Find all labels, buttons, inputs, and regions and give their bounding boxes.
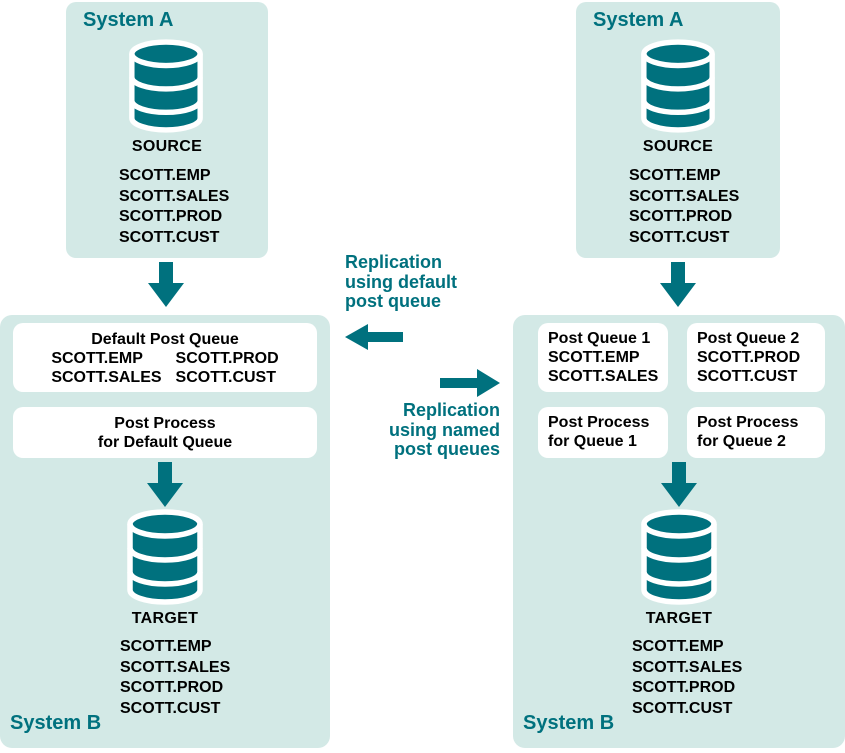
table-name: SCOTT.SALES: [629, 187, 740, 205]
table-name: SCOTT.EMP: [629, 167, 721, 184]
table-name: SCOTT.EMP: [120, 638, 212, 655]
table-name: SCOTT.SALES: [119, 187, 230, 205]
process-box-line: Post Process: [697, 414, 799, 431]
table-name: SCOTT.SALES: [548, 368, 659, 385]
system-b-title-left: System B: [10, 712, 102, 734]
system-a-title-right: System A: [593, 9, 684, 31]
table-name: SCOTT.SALES: [51, 369, 162, 386]
replication-named-label: Replication using named post queues: [330, 400, 500, 460]
down-arrow-icon: [147, 462, 183, 507]
queue-table-col2: SCOTT.PROD SCOTT.CUST: [176, 349, 279, 387]
table-name: SCOTT.CUST: [120, 699, 221, 717]
table-name: SCOTT.SALES: [632, 658, 743, 676]
source-table-list-right: SCOTT.EMP SCOTT.SALES SCOTT.PROD SCOTT.C…: [629, 166, 739, 248]
label-line: post queue: [345, 291, 442, 311]
process-box-line: Post Process: [548, 414, 650, 431]
left-arrow-icon: [345, 324, 403, 350]
table-name: SCOTT.PROD: [697, 349, 801, 366]
post-queue-1-box: Post Queue 1 SCOTT.EMP SCOTT.SALES: [538, 323, 668, 392]
table-name: SCOTT.PROD: [632, 679, 736, 696]
label-line: using default: [345, 271, 457, 292]
database-icon: [129, 39, 203, 133]
source-table-list-left: SCOTT.EMP SCOTT.SALES SCOTT.PROD SCOTT.C…: [119, 166, 229, 248]
post-queue-2-box: Post Queue 2 SCOTT.PROD SCOTT.CUST: [687, 323, 825, 392]
database-icon: [641, 39, 715, 133]
replication-default-label: Replication using default post queue: [345, 252, 457, 312]
process-box-line: Post Process: [114, 415, 216, 432]
post-process-2-box: Post Process for Queue 2: [687, 407, 825, 458]
table-name: SCOTT.EMP: [548, 349, 640, 366]
down-arrow-icon: [660, 262, 696, 307]
table-name: SCOTT.PROD: [175, 350, 279, 367]
process-box-line: for Default Queue: [97, 434, 233, 451]
table-name: SCOTT.PROD: [120, 679, 224, 696]
system-b-panel-left: Default Post Queue SCOTT.EMP SCOTT.SALES…: [0, 315, 330, 748]
database-icon: [127, 509, 203, 605]
process-box-line: for Queue 1: [548, 433, 637, 450]
target-label-left: TARGET: [131, 610, 199, 627]
system-a-panel-right: System A SOURCE SCOTT.EMP SCOTT.SALES SC…: [576, 2, 780, 258]
system-b-title-right: System B: [523, 712, 615, 734]
queue-table-col1: SCOTT.EMP SCOTT.SALES: [51, 349, 161, 387]
table-name: SCOTT.EMP: [51, 350, 143, 367]
system-b-panel-right: Post Queue 1 SCOTT.EMP SCOTT.SALES Post …: [513, 315, 845, 748]
label-line: Replication: [402, 400, 500, 420]
down-arrow-icon: [661, 462, 697, 507]
database-icon: [641, 509, 717, 605]
right-arrow-icon: [440, 369, 500, 397]
table-name: SCOTT.CUST: [119, 228, 220, 246]
system-a-title-left: System A: [83, 9, 174, 31]
system-a-panel-left: System A SOURCE SCOTT.EMP SCOTT.SALES SC…: [66, 2, 268, 258]
table-name: SCOTT.SALES: [120, 658, 231, 676]
down-arrow-icon: [148, 262, 184, 307]
table-name: SCOTT.PROD: [119, 208, 223, 225]
process-box-line: for Queue 2: [697, 433, 786, 450]
table-name: SCOTT.CUST: [629, 228, 730, 246]
default-post-queue-box: Default Post Queue SCOTT.EMP SCOTT.SALES…: [13, 323, 317, 392]
target-table-list-left: SCOTT.EMP SCOTT.SALES SCOTT.PROD SCOTT.C…: [120, 637, 230, 719]
label-line: Replication: [345, 252, 443, 272]
queue-box-title: Post Queue 2: [697, 330, 800, 347]
table-name: SCOTT.CUST: [697, 368, 798, 385]
source-label-left: SOURCE: [131, 138, 203, 155]
label-line: using named: [388, 419, 500, 440]
target-table-list-right: SCOTT.EMP SCOTT.SALES SCOTT.PROD SCOTT.C…: [632, 637, 742, 719]
table-name: SCOTT.PROD: [629, 208, 733, 225]
table-name: SCOTT.EMP: [119, 167, 211, 184]
label-line: post queues: [393, 439, 500, 459]
queue-box-title: Post Queue 1: [548, 330, 651, 347]
queue-box-title: Default Post Queue: [91, 331, 239, 348]
queue-table-columns: SCOTT.EMP SCOTT.SALES SCOTT.PROD SCOTT.C…: [13, 349, 317, 387]
table-name: SCOTT.CUST: [632, 699, 733, 717]
default-post-process-box: Post Process for Default Queue: [13, 407, 317, 458]
table-name: SCOTT.EMP: [632, 638, 724, 655]
target-label-right: TARGET: [645, 610, 713, 627]
post-process-1-box: Post Process for Queue 1: [538, 407, 668, 458]
source-label-right: SOURCE: [642, 138, 714, 155]
table-name: SCOTT.CUST: [175, 369, 276, 386]
